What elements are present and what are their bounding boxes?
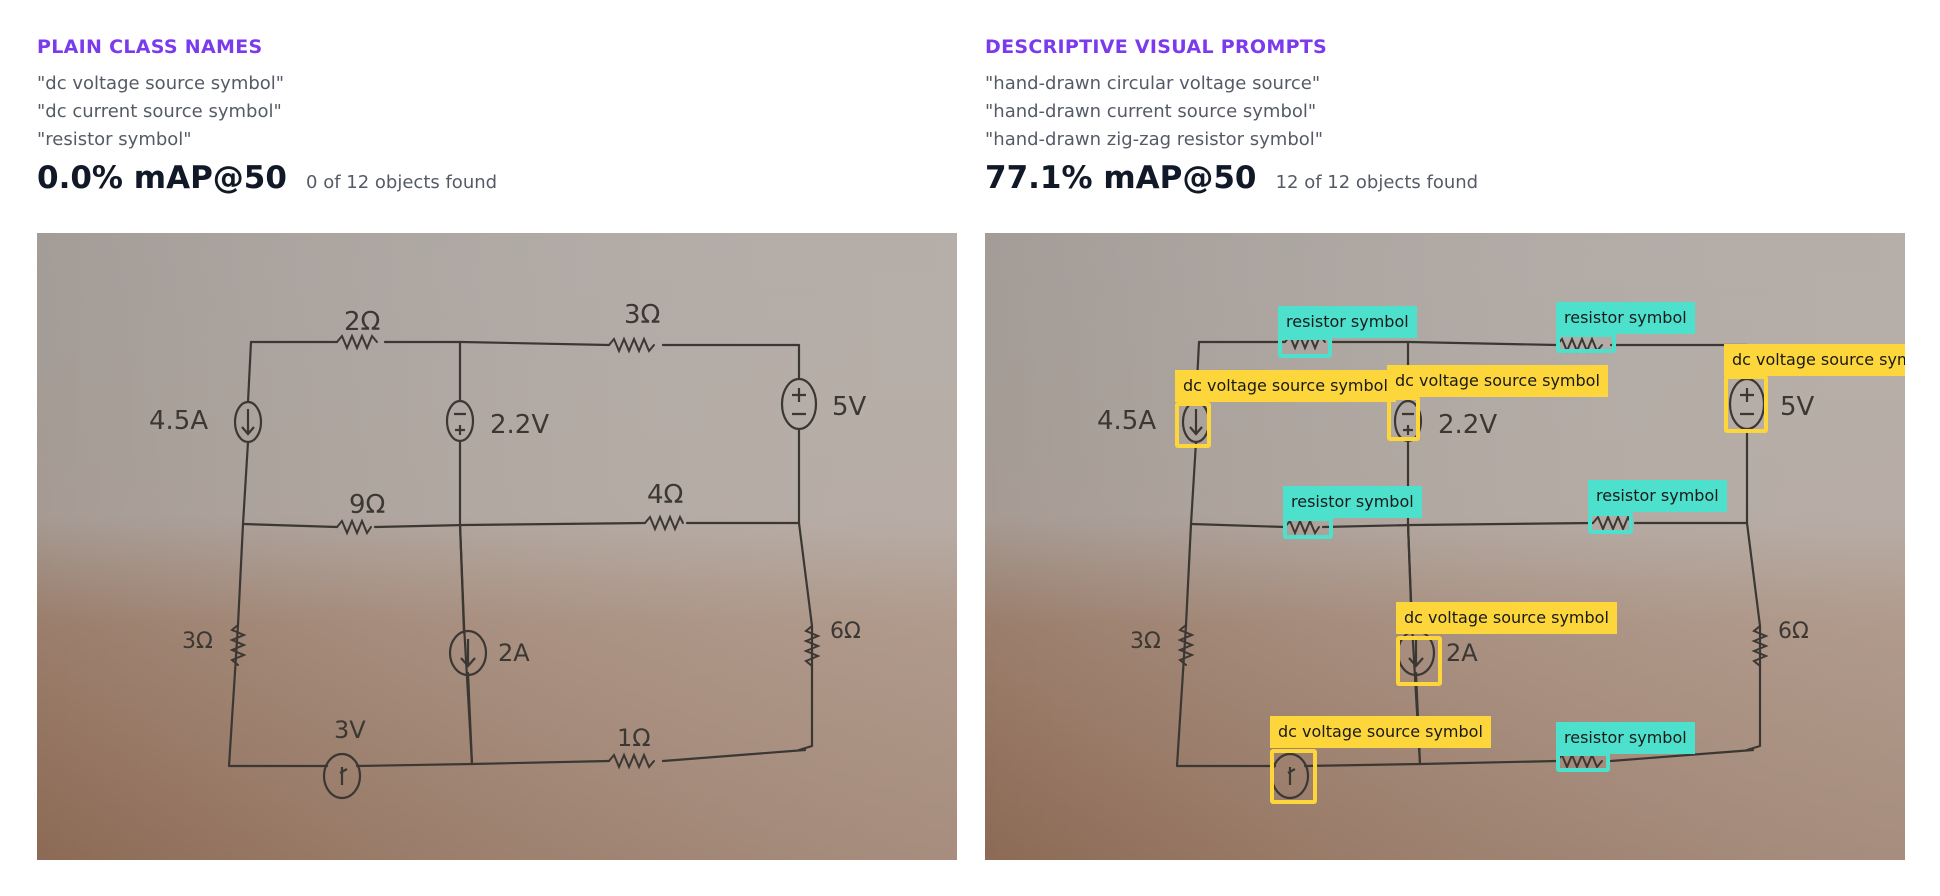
right-map-score: 77.1% mAP@50: [985, 160, 1257, 196]
detection-box-resistor: [1556, 333, 1616, 353]
left-metric-row: 0.0% mAP@50 0 of 12 objects found: [37, 160, 497, 196]
label-i-left: 4.5A: [149, 406, 208, 436]
resistor-right: [803, 625, 821, 667]
label-r-right: 6Ω: [1778, 619, 1809, 644]
resistor-top-right: [1556, 336, 1603, 354]
detection-box-voltage-source: [1387, 396, 1420, 441]
label-v-center: 2.2V: [1438, 410, 1497, 440]
label-r-right: 6Ω: [830, 619, 861, 644]
resistor-left: [229, 624, 247, 666]
detection-label-voltage-source: dc voltage source symbol: [1175, 370, 1396, 402]
right-prompt-2: "hand-drawn current source symbol": [985, 101, 1317, 122]
source-current-center: [448, 629, 488, 677]
paper-light: [37, 233, 957, 860]
source-voltage-center: [445, 399, 475, 443]
right-circuit-drawing: 2Ω 3Ω 4.5A 2.2V 5V 9Ω 4Ω 3Ω 6Ω 2A 3V 1Ω: [985, 233, 1905, 860]
right-prompt-3: "hand-drawn zig-zag resistor symbol": [985, 129, 1324, 150]
resistor-bottom: [608, 752, 655, 770]
label-v-bottom: 3V: [334, 716, 366, 744]
right-metric-row: 77.1% mAP@50 12 of 12 objects found: [985, 160, 1478, 196]
detection-box-voltage-source: [1724, 375, 1768, 433]
right-panel: DESCRIPTIVE VISUAL PROMPTS "hand-drawn c…: [985, 0, 1905, 896]
detection-label-resistor: resistor symbol: [1278, 306, 1417, 338]
right-prompt-list: "hand-drawn circular voltage source" "ha…: [985, 70, 1323, 154]
detection-box-voltage-source: [1175, 402, 1211, 448]
source-voltage-right: [780, 377, 818, 431]
detection-label-resistor: resistor symbol: [1556, 302, 1695, 334]
resistor-bottom: [1556, 752, 1603, 770]
resistor-mid-left: [1284, 518, 1320, 536]
circuit-resistors: [1177, 333, 1769, 770]
resistor-mid-right: [1592, 514, 1632, 532]
circuit-labels: 2Ω 3Ω 4.5A 2.2V 5V 9Ω 4Ω 3Ω 6Ω 2A 3V 1Ω: [149, 300, 867, 752]
resistor-mid-right: [644, 514, 684, 532]
detection-box-resistor: [1588, 512, 1633, 534]
label-v-center: 2.2V: [490, 410, 549, 440]
detection-label-resistor: resistor symbol: [1588, 480, 1727, 512]
right-found-count: 12 of 12 objects found: [1275, 172, 1479, 193]
resistor-right: [1751, 625, 1769, 667]
label-v-right: 5V: [1780, 392, 1815, 422]
detection-box-resistor: [1278, 336, 1332, 358]
label-i-center: 2A: [1446, 639, 1478, 667]
label-r-bottom: 1Ω: [617, 724, 651, 752]
source-current-left: [233, 400, 263, 444]
detection-box-voltage-source: [1396, 636, 1442, 686]
left-prompt-3: "resistor symbol": [37, 129, 192, 150]
left-circuit-drawing: 2Ω 3Ω 4.5A 2.2V 5V 9Ω 4Ω 3Ω 6Ω 2A 3V 1Ω: [37, 233, 957, 860]
resistor-top-left: [336, 333, 378, 351]
right-prompt-1: "hand-drawn circular voltage source": [985, 73, 1321, 94]
left-prompt-1: "dc voltage source symbol": [37, 73, 285, 94]
detection-label-resistor: resistor symbol: [1556, 722, 1695, 754]
label-i-left: 4.5A: [1097, 406, 1156, 436]
detection-label-voltage-source: dc voltage source symbol: [1387, 365, 1608, 397]
source-voltage-bottom: [322, 752, 362, 800]
detection-box-resistor: [1283, 517, 1333, 539]
label-r-top-left: 2Ω: [344, 307, 380, 337]
resistor-mid-left: [336, 518, 372, 536]
label-r-left: 3Ω: [182, 629, 213, 654]
source-voltage-center: [1393, 399, 1423, 443]
resistor-top-right: [608, 336, 655, 354]
label-r-top-right: 3Ω: [624, 300, 660, 330]
circuit-resistors: [229, 333, 821, 770]
left-prompt-list: "dc voltage source symbol" "dc current s…: [37, 70, 284, 154]
detection-label-voltage-source: dc voltage source symbol: [1724, 344, 1905, 376]
circuit-sources: [233, 377, 818, 800]
resistor-top-left: [1284, 333, 1326, 351]
left-panel: PLAIN CLASS NAMES "dc voltage source sym…: [37, 0, 957, 896]
left-found-count: 0 of 12 objects found: [306, 172, 498, 193]
left-heading: PLAIN CLASS NAMES: [37, 36, 263, 58]
left-map-score: 0.0% mAP@50: [37, 160, 287, 196]
detection-label-voltage-source: dc voltage source symbol: [1396, 602, 1617, 634]
label-r-mid-right: 4Ω: [647, 480, 683, 510]
label-v-right: 5V: [832, 392, 867, 422]
left-circuit-photo: 2Ω 3Ω 4.5A 2.2V 5V 9Ω 4Ω 3Ω 6Ω 2A 3V 1Ω: [37, 233, 957, 860]
detection-box-resistor: [1556, 752, 1610, 772]
right-circuit-photo: 2Ω 3Ω 4.5A 2.2V 5V 9Ω 4Ω 3Ω 6Ω 2A 3V 1Ω …: [985, 233, 1905, 860]
right-heading: DESCRIPTIVE VISUAL PROMPTS: [985, 36, 1328, 58]
label-i-center: 2A: [498, 639, 530, 667]
paper-light: [985, 233, 1905, 860]
label-r-left: 3Ω: [1130, 629, 1161, 654]
detection-label-voltage-source: dc voltage source symbol: [1270, 716, 1491, 748]
detection-box-voltage-source: [1270, 749, 1317, 804]
left-prompt-2: "dc current source symbol": [37, 101, 282, 122]
detection-label-resistor: resistor symbol: [1283, 486, 1422, 518]
resistor-left: [1177, 624, 1195, 666]
label-r-mid-left: 9Ω: [349, 490, 385, 520]
